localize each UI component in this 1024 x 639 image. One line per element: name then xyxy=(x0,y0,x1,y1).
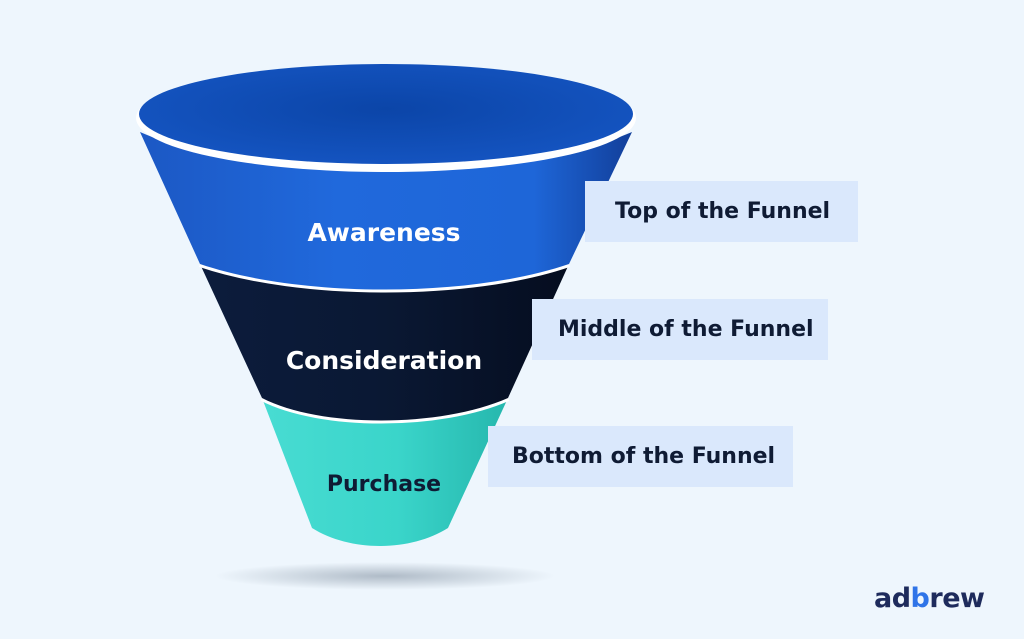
purchase-segment xyxy=(262,398,508,546)
consideration-segment xyxy=(200,264,569,421)
top-of-funnel-tag: Top of the Funnel xyxy=(585,181,858,242)
logo-part-rew: rew xyxy=(929,583,985,614)
logo-part-b: b xyxy=(910,583,930,614)
awareness-segment xyxy=(140,132,632,290)
consideration-label: Consideration xyxy=(286,346,482,375)
funnel-shadow xyxy=(215,562,555,590)
middle-of-funnel-tag: Middle of the Funnel xyxy=(532,299,828,360)
purchase-label: Purchase xyxy=(327,472,441,497)
logo-part-ad: ad xyxy=(874,583,911,614)
funnel-rim xyxy=(139,64,633,164)
adbrew-logo: adbrew xyxy=(874,583,985,614)
awareness-label: Awareness xyxy=(307,218,460,247)
bottom-of-funnel-tag: Bottom of the Funnel xyxy=(488,426,793,487)
